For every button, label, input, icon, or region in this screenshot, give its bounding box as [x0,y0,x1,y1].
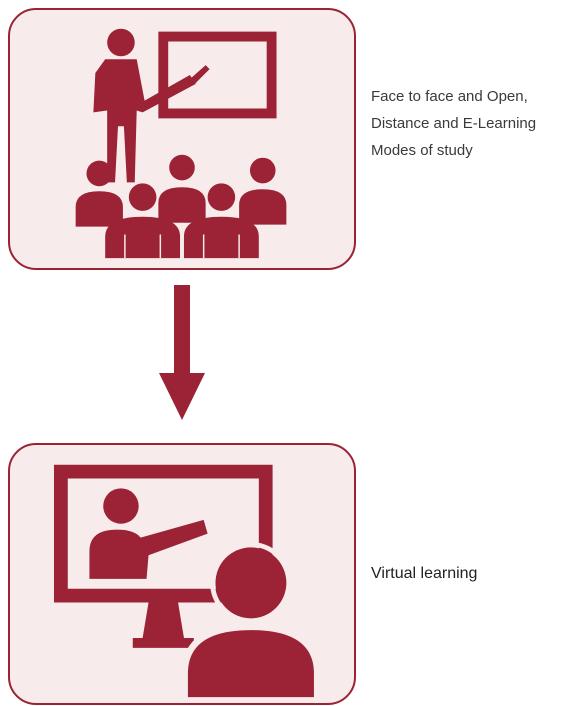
caption-line: Modes of study [371,142,473,159]
step-card-virtual [8,443,356,705]
step-caption-classroom: Face to face and Open, Distance and E-Le… [371,83,536,164]
step-caption-virtual: Virtual learning [371,565,478,582]
down-arrow-icon [159,285,205,420]
virtual-learning-icon [53,464,321,700]
caption-line: Face to face and Open, [371,88,528,105]
classroom-teacher-icon [75,28,287,259]
caption-line: Distance and E-Learning [371,115,537,132]
step-card-classroom [8,8,356,270]
